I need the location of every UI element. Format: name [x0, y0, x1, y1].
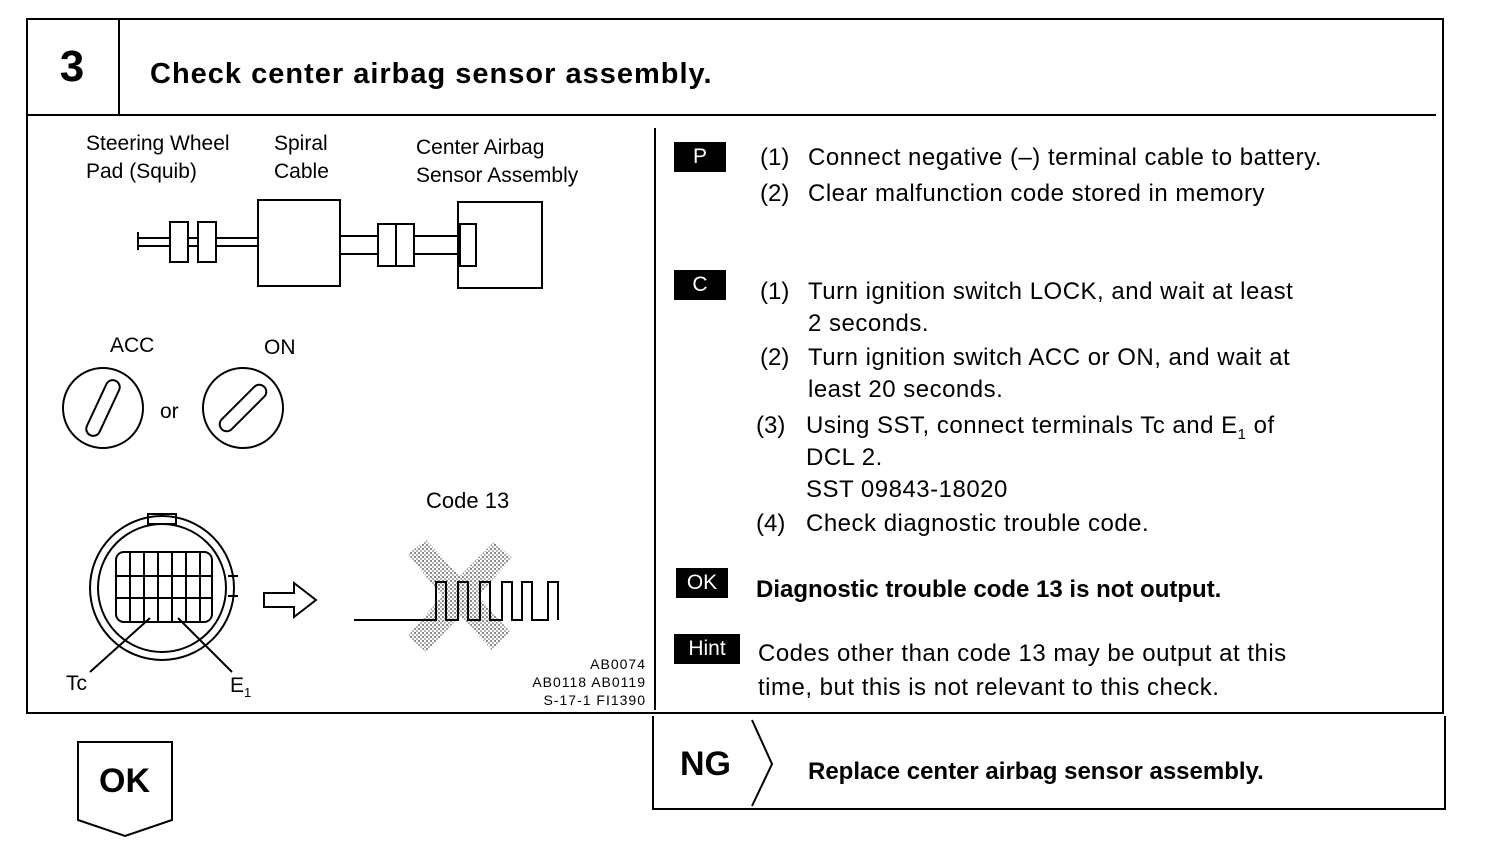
label-tc: Tc — [66, 672, 87, 695]
tag-c: C — [674, 270, 726, 300]
ok-branch-label: OK — [99, 762, 150, 800]
ng-label: NG — [680, 745, 731, 783]
label-acc: ACC — [110, 334, 155, 357]
c-item-1-line2: 2 seconds. — [808, 310, 930, 337]
tag-hint: Hint — [674, 634, 740, 664]
c-item-3-line1: Using SST, connect terminals Tc and E1 o… — [806, 410, 1275, 451]
ignition-switch-icons — [62, 367, 284, 449]
ok-result-text: Diagnostic trouble code 13 is not output… — [756, 576, 1222, 603]
label-steering-wheel: Steering Wheel — [86, 132, 230, 155]
label-pad-squib: Pad (Squib) — [86, 160, 197, 183]
c-item-1-line1: Turn ignition switch LOCK, and wait at l… — [808, 278, 1294, 305]
p-item-1-num: (1) — [760, 144, 790, 171]
figure-ref-1: AB0074 — [590, 656, 646, 672]
label-on: ON — [264, 336, 296, 359]
c-item-3-line3: SST 09843-18020 — [806, 476, 1008, 503]
c-item-3-line1-end: of — [1246, 412, 1275, 439]
wiring-diagram — [137, 199, 543, 289]
arrow-right-icon — [263, 580, 318, 620]
header-divider — [26, 114, 1436, 116]
hint-line1: Codes other than code 13 may be output a… — [758, 640, 1287, 667]
column-divider — [654, 128, 656, 710]
p-item-2-text: Clear malfunction code stored in memory — [808, 180, 1266, 207]
label-code-13: Code 13 — [426, 488, 510, 513]
c-item-2-line2: least 20 seconds. — [808, 376, 1004, 403]
c-item-4-line1: Check diagnostic trouble code. — [806, 510, 1150, 537]
label-e1-main: E — [230, 674, 245, 697]
c-item-3-line1-sub: 1 — [1237, 425, 1247, 443]
label-cable: Cable — [274, 160, 329, 183]
code-13-waveform — [354, 540, 559, 652]
step-frame — [26, 18, 1444, 714]
ng-chevron — [751, 719, 774, 807]
tag-p: P — [674, 142, 726, 172]
tag-ok: OK — [676, 568, 728, 598]
label-e1: E1 — [230, 672, 251, 707]
figure-ref-2: AB0118 AB0119 — [532, 674, 646, 690]
ng-action-text: Replace center airbag sensor assembly. — [808, 758, 1264, 785]
c-item-3-line2: DCL 2. — [806, 444, 883, 471]
step-number: 3 — [26, 18, 120, 116]
step-title: Check center airbag sensor assembly. — [150, 58, 713, 90]
label-e1-sub: 1 — [244, 685, 252, 701]
c-item-2-line1: Turn ignition switch ACC or ON, and wait… — [808, 344, 1291, 371]
p-item-1-text: Connect negative (–) terminal cable to b… — [808, 144, 1322, 171]
ng-branch-box — [652, 716, 1446, 810]
figure-ref-3: S-17-1 FI1390 — [543, 692, 646, 708]
c-item-3-line1-main: Using SST, connect terminals Tc and E — [806, 412, 1238, 439]
label-spiral: Spiral — [274, 132, 328, 155]
p-item-2-num: (2) — [760, 180, 790, 207]
label-or: or — [160, 400, 179, 423]
dcl2-connector — [89, 513, 238, 673]
label-center-airbag: Center Airbag — [416, 136, 545, 159]
ok-branch-arrow-box — [77, 741, 173, 838]
hint-line2: time, but this is not relevant to this c… — [758, 674, 1220, 701]
c-item-2-num: (2) — [760, 344, 790, 371]
c-item-4-num: (4) — [756, 510, 786, 537]
c-item-3-num: (3) — [756, 412, 786, 439]
c-item-1-num: (1) — [760, 278, 790, 305]
label-sensor-assembly: Sensor Assembly — [416, 164, 579, 187]
